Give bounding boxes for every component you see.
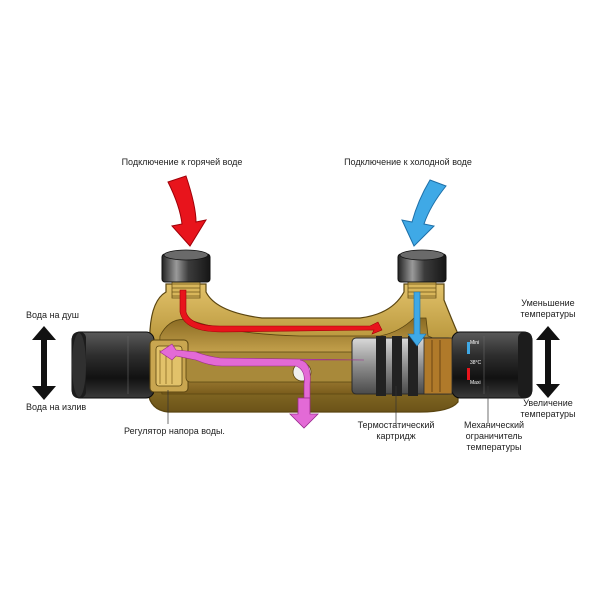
temp-decrease-line-1: Уменьшение	[521, 298, 575, 308]
cold-water-inlet-arrow	[401, 179, 447, 247]
right-dial-mark-bottom: Maxi	[470, 380, 481, 386]
cartridge-line-1: Термостатический	[357, 420, 435, 430]
mixed-water-flow-path	[159, 343, 365, 399]
mixed-water-outlet-arrow	[289, 397, 319, 429]
thermostatic-cartridge-part	[351, 336, 453, 396]
cold-connection-label: Подключение к холодной воде	[344, 157, 472, 167]
to-shower-label: Вода на душ	[26, 310, 80, 320]
temp-increase-line-2: температуры	[520, 409, 576, 419]
limiter-line-1: Механический	[464, 420, 524, 430]
pressure-regulator-label: Регулятор напора воды.	[124, 426, 225, 436]
temp-decrease-line-2: температуры	[520, 309, 576, 319]
left-double-arrow	[32, 326, 56, 400]
cold-water-flow-path	[407, 291, 427, 347]
hot-water-inlet-arrow	[167, 175, 208, 247]
temp-decrease-label: Уменьшение температуры	[510, 298, 586, 320]
cartridge-line-2: картридж	[376, 431, 416, 441]
right-dial-mark-mid: 38°C	[470, 360, 482, 366]
cold-inlet-thread	[407, 279, 437, 299]
hot-water-flow-path	[179, 289, 383, 335]
cold-inlet-nut	[397, 249, 447, 283]
cartridge-label: Термостатический картридж	[356, 420, 436, 442]
temperature-scale-red	[467, 368, 470, 380]
limiter-line-3: температуры	[466, 442, 522, 452]
limiter-label: Механический ограничитель температуры	[454, 420, 534, 453]
hot-inlet-nut	[161, 249, 211, 283]
hot-connection-label: Подключение к горячей воде	[121, 157, 243, 167]
to-spout-label: Вода на излив	[26, 402, 87, 412]
temperature-scale-blue	[467, 342, 470, 354]
cold-thread-lines	[408, 283, 436, 297]
left-flow-handle	[71, 331, 155, 399]
temp-increase-label: Увеличение температуры	[510, 398, 586, 420]
right-temperature-handle: Mini 38°C Maxi	[451, 331, 533, 399]
limiter-line-2: ограничитель	[465, 431, 523, 441]
right-dial-mark-top: Mini	[470, 340, 479, 346]
leader-lines	[167, 386, 489, 424]
right-double-arrow	[536, 326, 560, 398]
temp-increase-line-1: Увеличение	[523, 398, 573, 408]
